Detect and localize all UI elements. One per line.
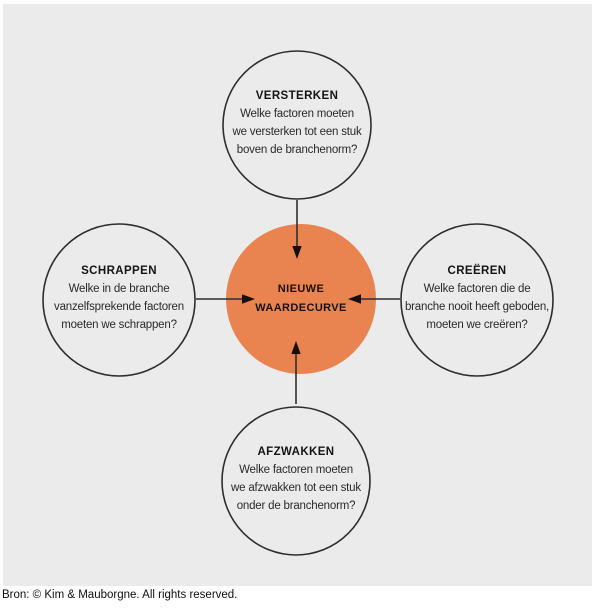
afzwakken-line-3: onder de branchenorm? <box>236 500 356 512</box>
afzwakken-label: AFZWAKKEN Welke factoren moeten we afzwa… <box>206 443 386 515</box>
versterken-label: VERSTERKEN Welke factoren moeten we vers… <box>207 87 387 159</box>
schrappen-title: SCHRAPPEN <box>81 265 157 277</box>
creeren-title: CREËREN <box>447 265 507 277</box>
versterken-line-3: boven de branchenorm? <box>236 144 358 156</box>
afzwakken-circle <box>221 406 371 556</box>
versterken-line-1: Welke factoren moeten <box>240 108 354 120</box>
creeren-circle <box>400 223 554 377</box>
arrow-bottom-head-icon <box>291 341 301 354</box>
center-label-line-1: NIEUWE <box>277 283 325 295</box>
schrappen-line-3: moeten we schrappen? <box>61 319 177 331</box>
versterken-title: VERSTERKEN <box>255 90 339 102</box>
schrappen-line-2: vanzelfsprekende factoren <box>54 301 184 313</box>
versterken-line-2: we versterken tot een stuk <box>232 126 362 138</box>
creeren-line-2: branche nooit heeft geboden, <box>404 301 550 313</box>
afzwakken-line-2: we afzwakken tot een stuk <box>231 482 361 494</box>
creeren-line-3: moeten we creëren? <box>426 319 528 331</box>
arrow-right-head-icon <box>348 294 361 304</box>
afzwakken-title: AFZWAKKEN <box>257 446 335 458</box>
arrow-left-head-icon <box>242 294 255 304</box>
source-attribution: Bron: © Kim & Mauborgne. All rights rese… <box>2 589 238 601</box>
versterken-circle <box>222 50 372 200</box>
schrappen-line-1: Welke in de branche <box>68 283 170 295</box>
schrappen-circle <box>42 223 196 377</box>
arrow-top-head-icon <box>292 246 302 259</box>
nieuwe-waardecurve-circle <box>226 224 376 374</box>
nieuwe-waardecurve-label: NIEUWE WAARDECURVE <box>226 280 376 318</box>
center-label-line-2: WAARDECURVE <box>255 302 347 314</box>
schrappen-label: SCHRAPPEN Welke in de branche vanzelfspr… <box>29 262 209 334</box>
afzwakken-line-1: Welke factoren moeten <box>239 464 353 476</box>
creeren-label: CREËREN Welke factoren die de branche no… <box>387 262 567 334</box>
creeren-line-1: Welke factoren die de <box>423 283 531 295</box>
